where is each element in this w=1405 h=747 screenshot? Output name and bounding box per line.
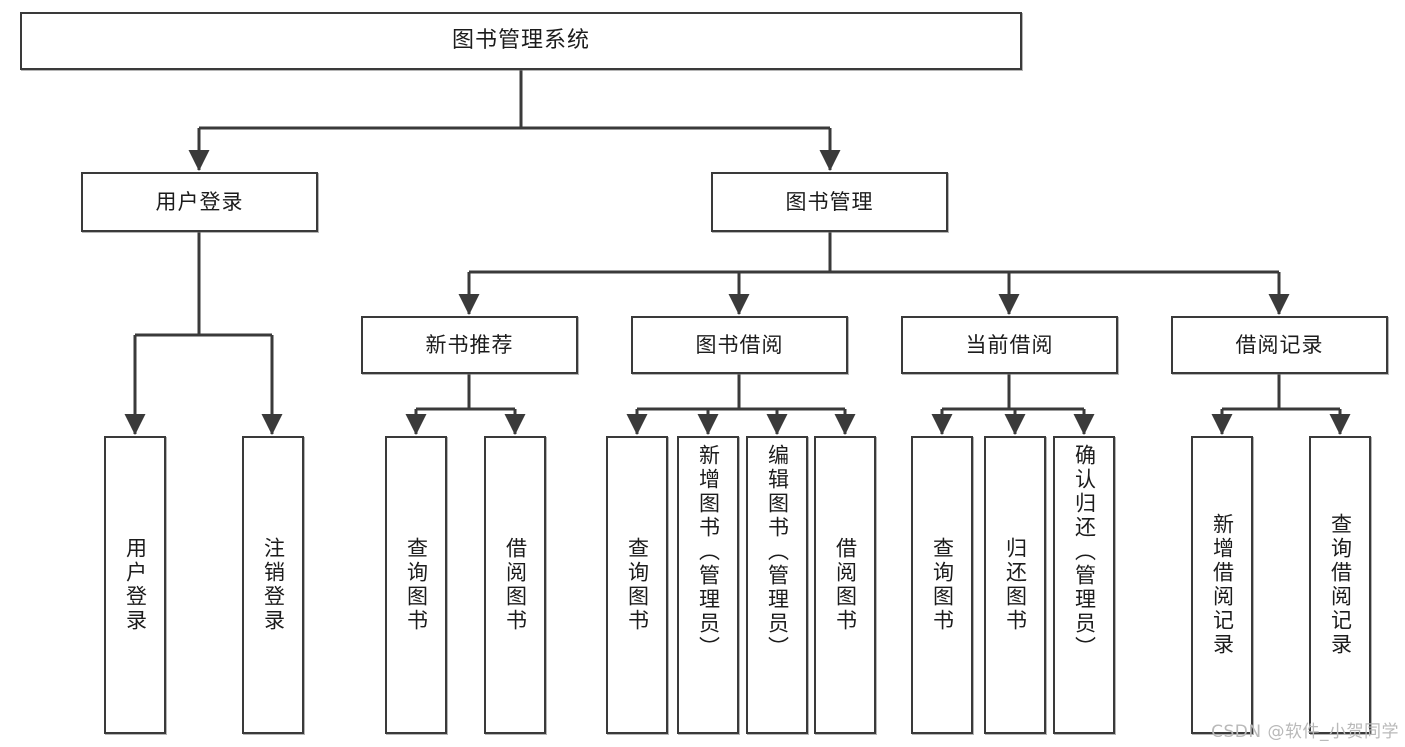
- leaf-logout[interactable]: 注销登录: [242, 436, 304, 734]
- leaf-confirm-return-admin[interactable]: 确认归还（管理员）: [1053, 436, 1115, 734]
- node-label: 查询借阅记录: [1328, 513, 1353, 657]
- leaf-query-borrow-record[interactable]: 查询借阅记录: [1309, 436, 1371, 734]
- node-label: 确认归还（管理员）: [1072, 444, 1097, 660]
- node-label: 用户登录: [123, 537, 148, 633]
- leaf-query-book-borrow[interactable]: 查询图书: [606, 436, 668, 734]
- leaf-query-book-newbook[interactable]: 查询图书: [385, 436, 447, 734]
- node-root-system[interactable]: 图书管理系统: [20, 12, 1022, 70]
- node-label: 查询图书: [625, 537, 650, 633]
- edge-bookmgmt-bus: [469, 232, 1279, 274]
- edge-record-bus: [1222, 374, 1340, 411]
- node-label: 图书管理系统: [451, 28, 590, 53]
- leaf-borrow-book-newbook[interactable]: 借阅图书: [484, 436, 546, 734]
- node-label: 新增借阅记录: [1210, 513, 1235, 657]
- node-label: 当前借阅: [965, 333, 1054, 357]
- node-label: 借阅图书: [503, 537, 528, 633]
- node-label: 归还图书: [1003, 537, 1028, 633]
- node-label: 新增图书（管理员）: [696, 444, 721, 660]
- edge-root-bus: [197, 70, 830, 146]
- leaf-return-book[interactable]: 归还图书: [984, 436, 1046, 734]
- edge-borrow-bus: [637, 374, 845, 411]
- node-new-book-recommend[interactable]: 新书推荐: [361, 316, 578, 374]
- node-borrow-record[interactable]: 借阅记录: [1171, 316, 1388, 374]
- node-book-management[interactable]: 图书管理: [711, 172, 948, 232]
- leaf-add-book-admin[interactable]: 新增图书（管理员）: [677, 436, 739, 734]
- node-label: 查询图书: [404, 537, 429, 633]
- node-label: 借阅图书: [833, 537, 858, 633]
- node-label: 图书管理: [785, 190, 874, 214]
- node-label: 编辑图书（管理员）: [765, 444, 790, 660]
- node-label: 图书借阅: [695, 333, 784, 357]
- node-label: 用户登录: [155, 190, 244, 214]
- node-label: 查询图书: [930, 537, 955, 633]
- node-label: 注销登录: [261, 537, 286, 633]
- leaf-lend-book[interactable]: 借阅图书: [814, 436, 876, 734]
- leaf-add-borrow-record[interactable]: 新增借阅记录: [1191, 436, 1253, 734]
- node-label: 新书推荐: [425, 333, 514, 357]
- leaf-edit-book-admin[interactable]: 编辑图书（管理员）: [746, 436, 808, 734]
- node-label: 借阅记录: [1235, 333, 1324, 357]
- node-current-borrow[interactable]: 当前借阅: [901, 316, 1118, 374]
- edge-newbook-bus: [416, 374, 515, 411]
- node-book-borrow[interactable]: 图书借阅: [631, 316, 848, 374]
- leaf-user-login[interactable]: 用户登录: [104, 436, 166, 734]
- node-user-login[interactable]: 用户登录: [81, 172, 318, 232]
- edge-userlogin-bus: [135, 232, 272, 337]
- watermark: CSDN @软件_小贺同学: [1211, 722, 1399, 742]
- leaf-query-book-current[interactable]: 查询图书: [911, 436, 973, 734]
- edge-current-bus: [942, 374, 1084, 411]
